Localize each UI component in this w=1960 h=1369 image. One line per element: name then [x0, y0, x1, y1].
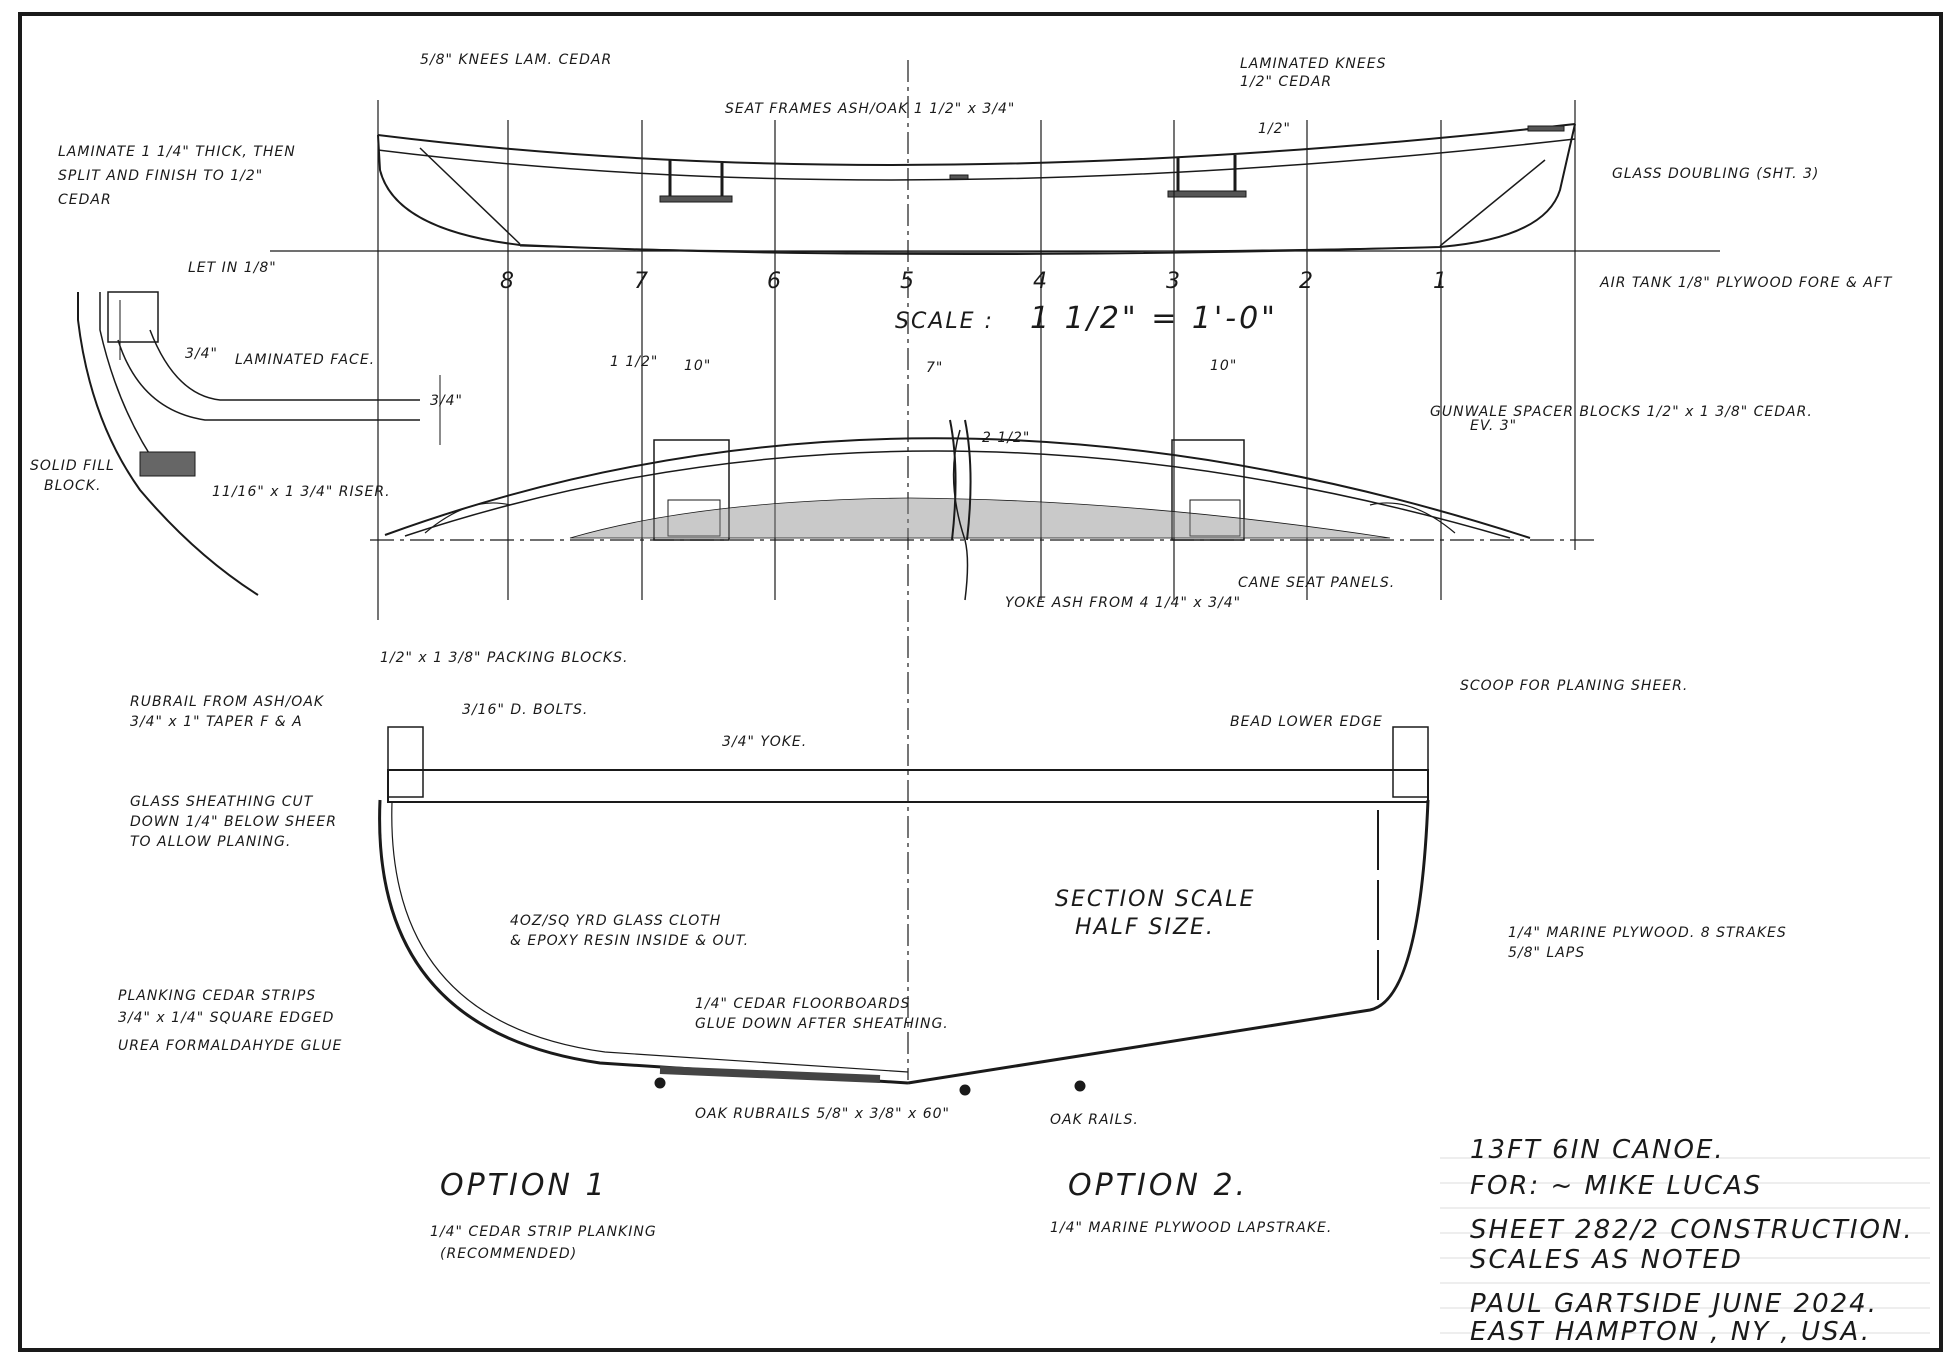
note-knees-aft: LAMINATED KNEES	[1240, 56, 1386, 72]
note-planking: PLANKING CEDAR STRIPS	[118, 988, 316, 1004]
note-riser: 11/16" x 1 3/4" RISER.	[212, 484, 391, 500]
note-laminate: CEDAR	[58, 192, 112, 208]
scale-label: SCALE :	[895, 309, 994, 334]
dim-label: 10"	[1210, 358, 1237, 374]
note-oak-rails: OAK RAILS.	[1050, 1112, 1139, 1128]
note-glass: DOWN 1/4" BELOW SHEER	[130, 814, 337, 830]
option-2-desc: 1/4" MARINE PLYWOOD LAPSTRAKE.	[1050, 1220, 1332, 1236]
note-yoke: YOKE ASH FROM 4 1/4" x 3/4"	[1005, 595, 1241, 611]
dim-label: 1 1/2"	[610, 354, 658, 370]
note-knees-aft: 1/2" CEDAR	[1240, 74, 1332, 90]
note-gunwale: EV. 3"	[1470, 418, 1517, 434]
dim-label: 10"	[684, 358, 711, 374]
note-solid-fill: BLOCK.	[44, 478, 101, 494]
note-cane-seat: CANE SEAT PANELS.	[1238, 575, 1395, 591]
station-number: 2	[1299, 269, 1315, 294]
title-block-rules	[1440, 1157, 1930, 1334]
dim-label: 2 1/2"	[982, 430, 1030, 446]
station-number: 6	[767, 269, 783, 294]
option-1-desc: 1/4" CEDAR STRIP PLANKING	[430, 1224, 657, 1240]
note-packing-blocks: 1/2" x 1 3/8" PACKING BLOCKS.	[380, 650, 628, 666]
station-number: 1	[1433, 269, 1449, 294]
sheet-border	[18, 12, 1943, 1352]
station-number: 5	[900, 269, 916, 294]
note-glass: GLASS SHEATHING CUT	[130, 794, 314, 810]
gunwale-detail	[77, 291, 441, 596]
note-half-inch: 1/2"	[1258, 121, 1291, 137]
note-floorboards: GLUE DOWN AFTER SHEATHING.	[695, 1016, 949, 1032]
note-three-eighths: 3/4"	[430, 393, 463, 409]
note-yoke-34: 3/4" YOKE.	[722, 734, 807, 750]
note-planking: UREA FORMALDAHYDE GLUE	[118, 1038, 342, 1054]
note-floorboards: 1/4" CEDAR FLOORBOARDS	[695, 996, 910, 1012]
midship-section	[378, 726, 1430, 1096]
note-rubrail: 3/4" x 1" TAPER F & A	[130, 714, 303, 730]
scale-value: 1 1/2" = 1'-0"	[1030, 301, 1278, 336]
canoe-plan-view	[370, 419, 1600, 601]
section-scale: SECTION SCALE	[1055, 887, 1255, 912]
note-laminate: SPLIT AND FINISH TO 1/2"	[58, 168, 263, 184]
option-1-title: OPTION 1	[440, 1168, 608, 1203]
section-scale: HALF SIZE.	[1075, 915, 1215, 940]
station-lines	[377, 60, 1576, 1080]
note-glass-doubling: GLASS DOUBLING (SHT. 3)	[1612, 166, 1819, 182]
note-let-in: LET IN 1/8"	[188, 260, 277, 276]
note-knees-fwd: 5/8" KNEES LAM. CEDAR	[420, 52, 612, 68]
title-client: FOR: ~ MIKE LUCAS	[1470, 1171, 1762, 1201]
note-glass-cloth: & EPOXY RESIN INSIDE & OUT.	[510, 933, 749, 949]
dim-label: 7"	[926, 360, 943, 376]
note-seat-frames: SEAT FRAMES ASH/OAK 1 1/2" x 3/4"	[725, 101, 1015, 117]
note-rubrail: RUBRAIL FROM ASH/OAK	[130, 694, 325, 710]
note-gunwale: GUNWALE SPACER BLOCKS 1/2" x 1 3/8" CEDA…	[1430, 404, 1813, 420]
note-three-quarter: 3/4"	[185, 346, 218, 362]
option-2-title: OPTION 2.	[1068, 1168, 1248, 1203]
station-number: 3	[1166, 269, 1182, 294]
note-glass: TO ALLOW PLANING.	[130, 834, 291, 850]
note-planking: 3/4" x 1/4" SQUARE EDGED	[118, 1010, 334, 1026]
note-scoop: SCOOP FOR PLANING SHEER.	[1460, 678, 1688, 694]
title-scales: SCALES AS NOTED	[1470, 1245, 1743, 1275]
title-location: EAST HAMPTON , NY , USA.	[1470, 1317, 1871, 1347]
note-air-tank: AIR TANK 1/8" PLYWOOD FORE & AFT	[1599, 275, 1893, 291]
station-number: 7	[634, 269, 650, 294]
note-marine-plywood: 5/8" LAPS	[1508, 945, 1585, 961]
option-1-recommended: (RECOMMENDED)	[440, 1246, 577, 1262]
station-number: 4	[1033, 269, 1049, 294]
note-laminated-face: LAMINATED FACE.	[235, 352, 375, 368]
title-sheet: SHEET 282/2 CONSTRUCTION.	[1470, 1215, 1914, 1245]
station-number: 8	[500, 269, 516, 294]
title-designer: PAUL GARTSIDE JUNE 2024.	[1470, 1289, 1878, 1319]
note-marine-plywood: 1/4" MARINE PLYWOOD. 8 STRAKES	[1508, 925, 1787, 941]
note-bolts: 3/16" D. BOLTS.	[462, 702, 588, 718]
canoe-profile-view	[270, 123, 1720, 256]
note-solid-fill: SOLID FILL	[30, 458, 115, 474]
note-oak-rubrails: OAK RUBRAILS 5/8" x 3/8" x 60"	[695, 1106, 950, 1122]
title-canoe: 13FT 6IN CANOE.	[1470, 1135, 1725, 1165]
note-laminate: LAMINATE 1 1/4" THICK, THEN	[58, 144, 296, 160]
note-glass-cloth: 4OZ/SQ YRD GLASS CLOTH	[510, 913, 721, 929]
note-bead: BEAD LOWER EDGE	[1230, 714, 1383, 730]
